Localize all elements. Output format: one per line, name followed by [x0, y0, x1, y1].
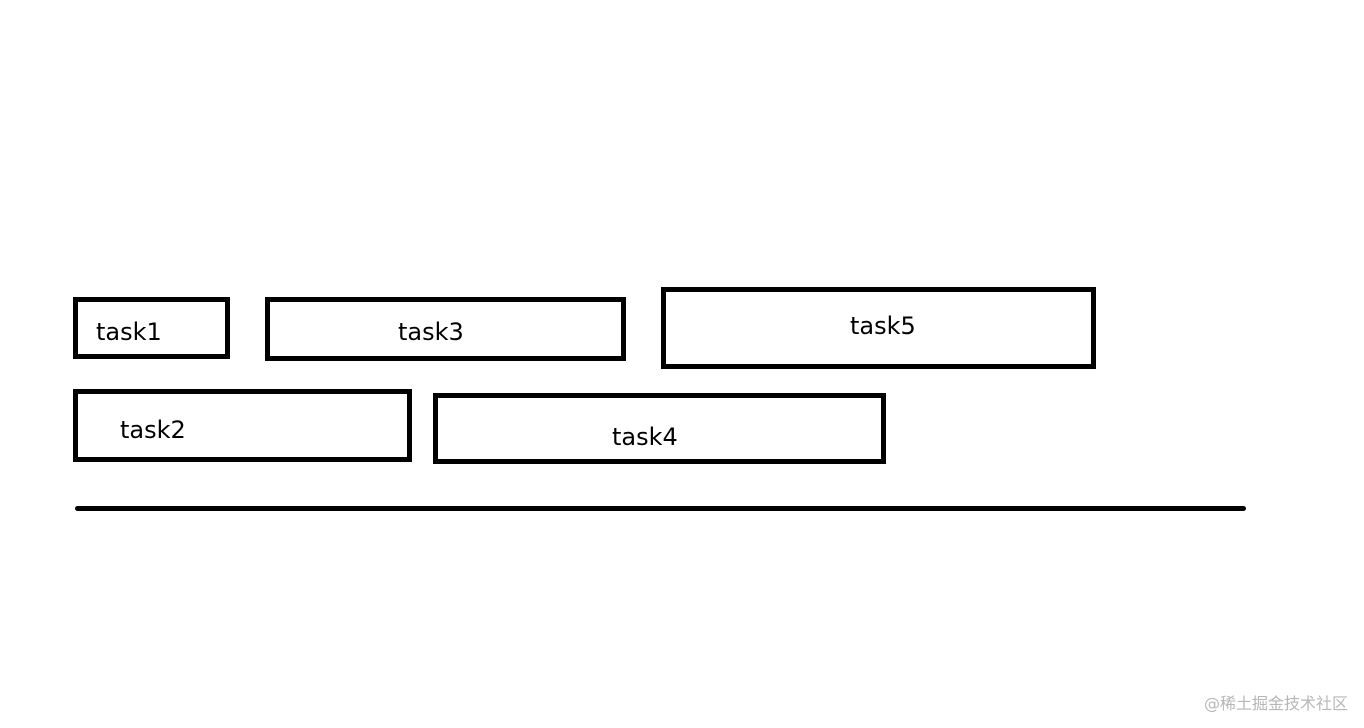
task5-box: task5 [661, 287, 1096, 369]
task4-label: task4 [612, 423, 678, 451]
task2-label: task2 [120, 416, 186, 444]
timeline-baseline [75, 506, 1246, 511]
task1-label: task1 [96, 318, 162, 346]
task3-label: task3 [398, 318, 464, 346]
task4-box: task4 [433, 393, 886, 464]
watermark: @稀土掘金技术社区 [1203, 694, 1348, 713]
task5-label: task5 [850, 312, 916, 340]
task1-box: task1 [73, 297, 230, 359]
task3-box: task3 [265, 297, 626, 361]
task2-box: task2 [73, 389, 412, 462]
